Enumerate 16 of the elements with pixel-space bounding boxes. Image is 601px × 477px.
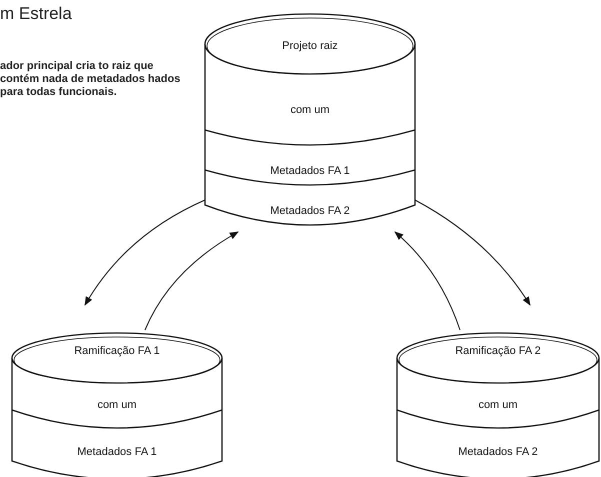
note-text: ador principal cria to raiz que contém nada de metadados hados para todas funcionais.	[0, 60, 182, 99]
cylinder-label: Metadados FA 2	[458, 446, 538, 458]
curved-arrow	[84, 200, 206, 306]
curved-arrow	[414, 200, 530, 306]
cylinder-label: Ramificação FA 1	[74, 345, 160, 357]
curved-arrow	[144, 232, 239, 330]
cylinder-label: Metadados FA 1	[77, 446, 157, 458]
curved-arrow	[394, 231, 460, 330]
cylinder-label: Ramificação FA 2	[455, 345, 541, 357]
cylinder-label: com um	[290, 104, 330, 116]
cylinder-label: Metadados FA 2	[270, 205, 350, 217]
cylinder-label: Projeto raiz	[282, 40, 338, 52]
cylinder-label: Metadados FA 1	[270, 165, 350, 177]
title: m Estrela	[0, 4, 72, 24]
cylinder-label: com um	[478, 399, 518, 411]
cylinder-label: com um	[97, 399, 137, 411]
